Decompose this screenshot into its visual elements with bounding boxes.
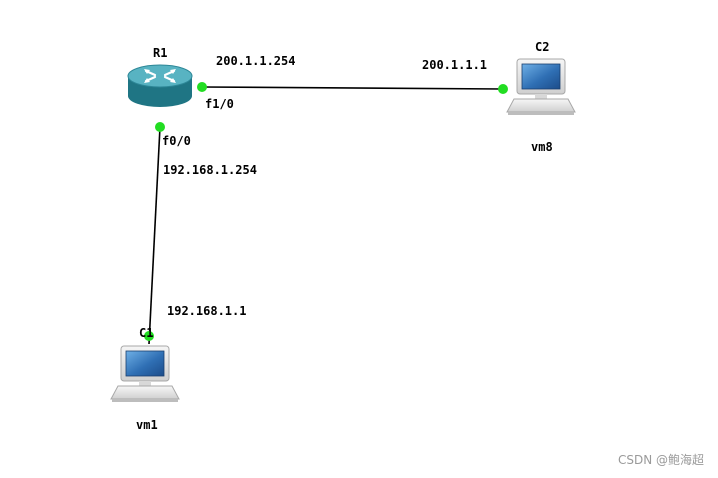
interface-name-label: f1/0 <box>205 97 234 111</box>
interface-name-label: f0/0 <box>162 134 191 148</box>
host-ip-label: 192.168.1.1 <box>167 304 247 318</box>
computer-icon[interactable] <box>506 58 576 115</box>
link-r1-c2[interactable] <box>201 86 504 90</box>
computer-icon[interactable] <box>110 345 180 402</box>
interface-ip-label: 200.1.1.254 <box>216 54 296 68</box>
computer-name-label: C2 <box>535 40 550 54</box>
port-status-dot <box>144 331 154 341</box>
port-status-dot <box>498 84 508 94</box>
watermark-text: CSDN @鲍海超 <box>617 453 704 467</box>
link-r1-c1[interactable] <box>148 126 161 345</box>
port-status-dot <box>197 82 207 92</box>
host-name-label: vm1 <box>136 418 158 432</box>
host-name-label: vm8 <box>531 140 553 154</box>
computer-name-label: C1 <box>139 326 154 340</box>
host-ip-label: 200.1.1.1 <box>422 58 488 72</box>
router-icon[interactable] <box>127 64 193 107</box>
port-status-dot <box>155 122 165 132</box>
interface-ip-label: 192.168.1.254 <box>163 163 257 177</box>
router-name-label: R1 <box>153 46 168 60</box>
